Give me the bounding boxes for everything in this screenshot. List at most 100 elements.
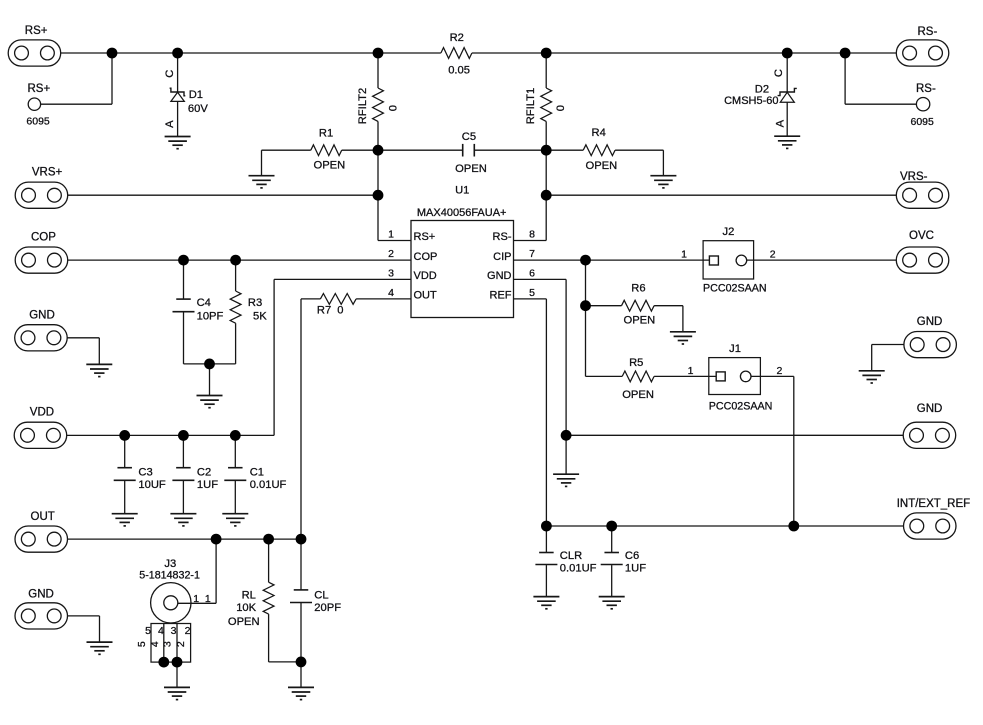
svg-text:VDD: VDD <box>414 270 437 282</box>
svg-text:2: 2 <box>770 249 776 261</box>
svg-text:CLR: CLR <box>560 550 582 562</box>
svg-text:1: 1 <box>205 593 211 605</box>
svg-text:1: 1 <box>681 249 687 261</box>
svg-text:CIP: CIP <box>493 251 511 263</box>
svg-text:1: 1 <box>388 229 394 241</box>
svg-text:PCC02SAAN: PCC02SAAN <box>709 400 773 412</box>
svg-text:RFILT1: RFILT1 <box>525 88 537 124</box>
svg-text:0: 0 <box>388 105 400 111</box>
svg-text:RS-: RS- <box>493 231 512 243</box>
svg-text:20PF: 20PF <box>314 602 341 614</box>
svg-text:R1: R1 <box>319 127 333 139</box>
svg-text:GND: GND <box>28 589 54 601</box>
svg-text:4: 4 <box>158 625 164 637</box>
svg-text:VRS-: VRS- <box>900 171 928 183</box>
svg-text:10UF: 10UF <box>138 479 166 491</box>
svg-text:COP: COP <box>31 232 56 244</box>
svg-text:6: 6 <box>529 267 535 279</box>
svg-text:6095: 6095 <box>911 116 935 128</box>
svg-text:2: 2 <box>388 248 394 260</box>
svg-text:0: 0 <box>337 304 343 316</box>
svg-text:GND: GND <box>487 270 512 282</box>
svg-text:2: 2 <box>777 365 783 377</box>
svg-text:RFILT2: RFILT2 <box>357 88 369 124</box>
svg-text:C2: C2 <box>197 466 211 478</box>
svg-text:10K: 10K <box>236 602 256 614</box>
svg-text:C5: C5 <box>462 131 476 143</box>
svg-text:GND: GND <box>917 316 943 328</box>
svg-text:RS-: RS- <box>918 26 938 38</box>
svg-text:0: 0 <box>555 105 567 111</box>
svg-text:R4: R4 <box>592 127 606 139</box>
svg-text:3: 3 <box>388 267 394 279</box>
svg-text:1: 1 <box>688 365 694 377</box>
svg-text:C1: C1 <box>250 466 264 478</box>
svg-text:10PF: 10PF <box>197 311 224 323</box>
svg-text:MAX40056FAUA+: MAX40056FAUA+ <box>417 207 507 219</box>
svg-text:OPEN: OPEN <box>622 389 654 401</box>
svg-text:7: 7 <box>529 248 535 260</box>
svg-text:CMSH5-60: CMSH5-60 <box>724 95 778 107</box>
svg-text:J3: J3 <box>164 558 176 570</box>
svg-text:J2: J2 <box>723 226 735 238</box>
svg-text:A: A <box>164 120 176 128</box>
svg-text:0.05: 0.05 <box>448 64 470 76</box>
svg-text:C6: C6 <box>625 550 639 562</box>
svg-text:U1: U1 <box>455 184 469 196</box>
svg-text:GND: GND <box>29 310 55 322</box>
svg-text:RL: RL <box>242 590 256 602</box>
svg-text:OPEN: OPEN <box>228 616 260 628</box>
svg-text:1: 1 <box>193 593 199 605</box>
svg-text:R6: R6 <box>631 282 645 294</box>
svg-text:60V: 60V <box>188 103 208 115</box>
svg-text:GND: GND <box>917 403 943 415</box>
svg-text:0.01UF: 0.01UF <box>250 479 287 491</box>
svg-text:VRS+: VRS+ <box>32 167 63 179</box>
svg-text:RS+: RS+ <box>25 25 48 37</box>
svg-text:PCC02SAAN: PCC02SAAN <box>703 283 767 295</box>
svg-text:RS+: RS+ <box>414 231 436 243</box>
svg-text:5: 5 <box>145 625 151 637</box>
svg-text:D2: D2 <box>755 84 769 96</box>
svg-text:VDD: VDD <box>30 407 54 419</box>
svg-text:R3: R3 <box>248 297 262 309</box>
svg-text:3: 3 <box>162 641 174 647</box>
svg-text:6095: 6095 <box>26 116 50 128</box>
svg-text:5: 5 <box>529 287 535 299</box>
svg-text:R5: R5 <box>629 357 643 369</box>
svg-text:5: 5 <box>136 641 148 647</box>
svg-text:R7: R7 <box>317 304 331 316</box>
svg-text:OPEN: OPEN <box>455 163 487 175</box>
svg-text:3: 3 <box>171 625 177 637</box>
svg-text:OPEN: OPEN <box>314 160 346 172</box>
svg-text:RS-: RS- <box>916 83 936 95</box>
svg-text:C3: C3 <box>138 466 152 478</box>
svg-text:A: A <box>775 119 787 127</box>
svg-text:4: 4 <box>149 641 161 647</box>
svg-text:2: 2 <box>185 625 191 637</box>
svg-text:RS+: RS+ <box>28 83 51 95</box>
svg-text:C: C <box>164 70 176 78</box>
svg-text:CL: CL <box>314 590 328 602</box>
svg-text:D1: D1 <box>189 89 203 101</box>
svg-text:1UF: 1UF <box>625 562 646 574</box>
svg-text:C: C <box>773 69 785 77</box>
svg-text:INT/EXT_REF: INT/EXT_REF <box>897 498 970 510</box>
svg-text:5-1814832-1: 5-1814832-1 <box>139 570 200 582</box>
svg-text:OUT: OUT <box>414 290 438 302</box>
svg-text:COP: COP <box>414 251 438 263</box>
svg-text:5K: 5K <box>253 311 267 323</box>
svg-text:C4: C4 <box>197 297 211 309</box>
svg-text:2: 2 <box>175 641 187 647</box>
svg-text:OPEN: OPEN <box>624 315 656 327</box>
svg-text:OUT: OUT <box>31 511 55 523</box>
svg-text:0.01UF: 0.01UF <box>560 562 597 574</box>
svg-text:8: 8 <box>529 229 535 241</box>
svg-text:4: 4 <box>388 287 394 299</box>
svg-text:R2: R2 <box>450 32 464 44</box>
svg-text:REF: REF <box>490 290 512 302</box>
svg-text:OVC: OVC <box>909 230 934 242</box>
svg-text:1UF: 1UF <box>197 479 218 491</box>
svg-text:OPEN: OPEN <box>586 160 618 172</box>
svg-text:J1: J1 <box>729 343 741 355</box>
